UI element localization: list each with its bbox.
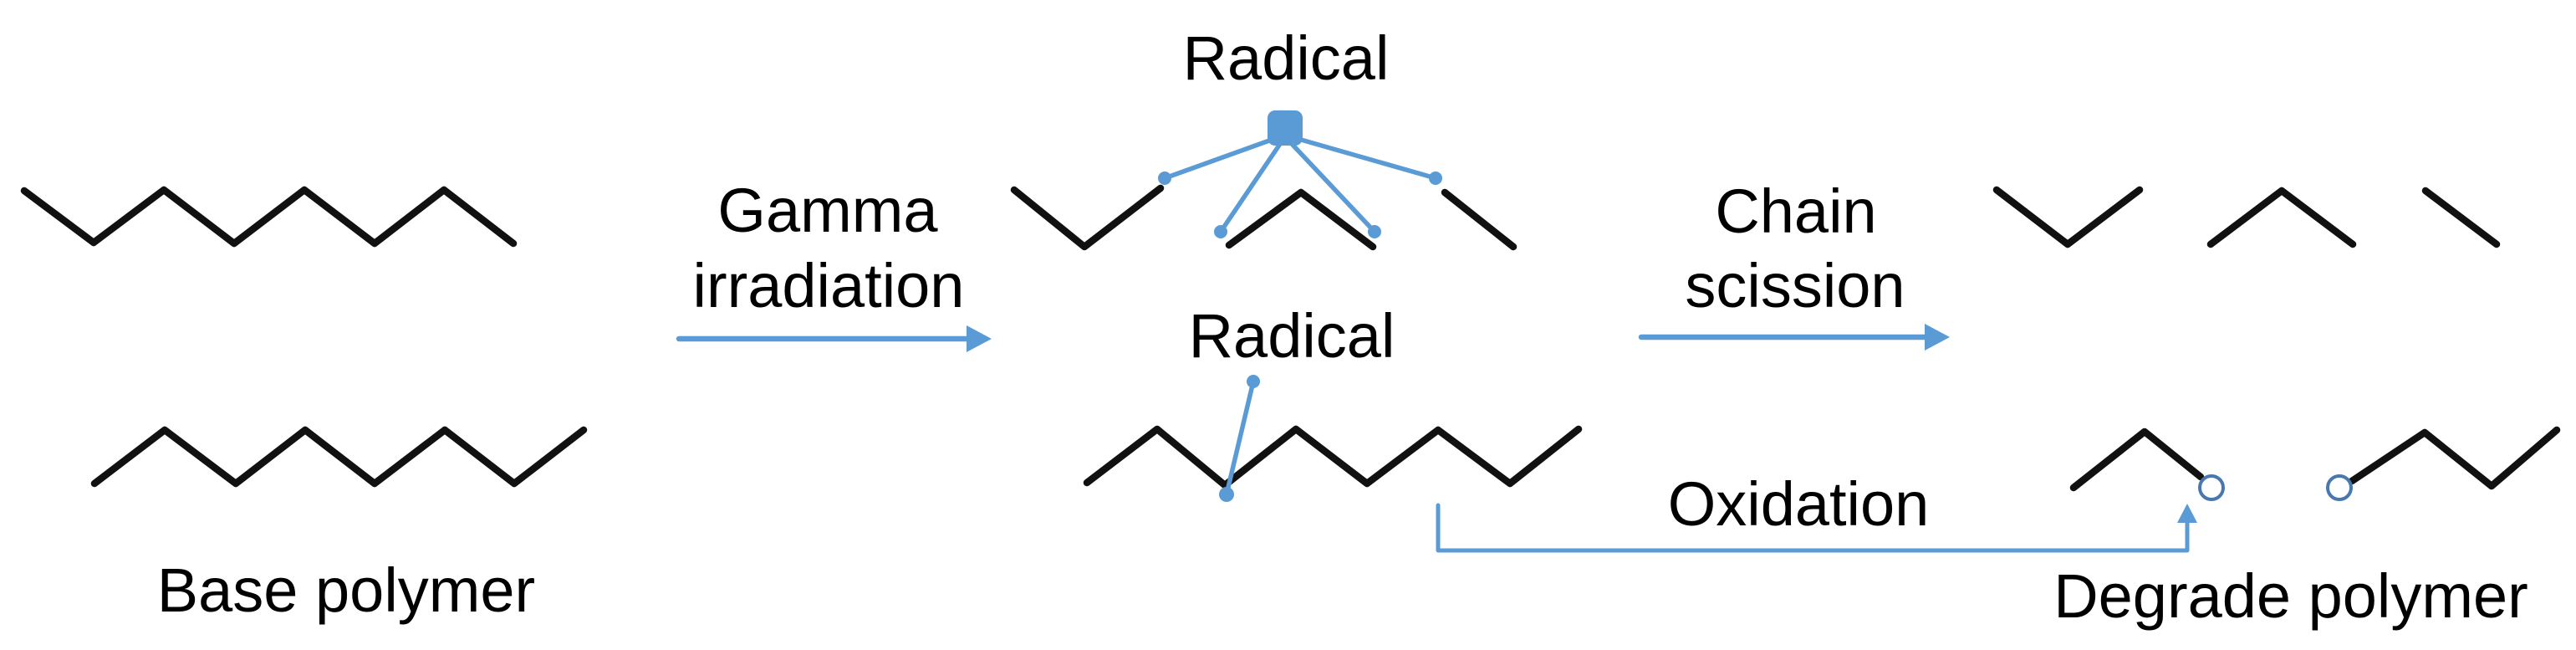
- gamma-arrow-head: [967, 325, 992, 352]
- radical-source-node: [1268, 110, 1303, 146]
- scission-fragment-slash: [2421, 187, 2501, 248]
- scission-fragment-peak: [2206, 187, 2357, 248]
- radical-bond-left: [1162, 134, 1283, 181]
- base-polymer-chain-lower: [90, 426, 588, 488]
- label-radical-top: Radical: [1183, 23, 1390, 93]
- radical-dot-right: [1429, 171, 1442, 185]
- degraded-piece-right: [2348, 426, 2561, 490]
- radical-bond-mid-left: [1218, 141, 1283, 234]
- radical-dot-chain-bottom: [1219, 487, 1234, 502]
- fragment-slash: [1441, 188, 1518, 251]
- label-chain-scission-line1: Chain: [1715, 177, 1876, 246]
- scission-arrow-head: [1925, 324, 1950, 351]
- shapes-layer: [20, 110, 2561, 553]
- labels-layer: RadicalGammairradiationRadicalChainsciss…: [157, 23, 2528, 631]
- label-base-polymer: Base polymer: [157, 555, 535, 625]
- oxidation-arrow-head: [2177, 504, 2197, 523]
- radical-dot-left: [1158, 171, 1171, 185]
- radical-bond-right: [1287, 134, 1438, 181]
- radical-dot-mid-right: [1368, 225, 1381, 238]
- radical-polymer-chain: [1083, 425, 1583, 489]
- label-radical-middle: Radical: [1189, 301, 1395, 371]
- label-oxidation: Oxidation: [1668, 469, 1930, 539]
- label-chain-scission-line2: scission: [1685, 251, 1905, 320]
- oxidation-arrow-shaft: [1436, 503, 2190, 553]
- oxygen-site-right: [2326, 474, 2353, 501]
- oxygen-site-left: [2198, 474, 2225, 501]
- label-gamma-irradiation-line2: irradiation: [693, 251, 965, 320]
- degraded-piece-left: [2069, 427, 2205, 492]
- label-gamma-irradiation-line1: Gamma: [717, 176, 938, 245]
- radical-bond-chain: [1224, 379, 1256, 497]
- radical-bond-mid-right: [1289, 141, 1377, 234]
- fragment-v: [1010, 184, 1165, 251]
- radical-dot-mid-left: [1214, 225, 1227, 238]
- fragment-peak: [1225, 188, 1377, 251]
- radical-dot-chain-top: [1247, 375, 1260, 388]
- scission-fragment-v: [1992, 186, 2144, 248]
- base-polymer-chain-upper: [20, 186, 518, 248]
- label-degrade-polymer: Degrade polymer: [2053, 561, 2528, 631]
